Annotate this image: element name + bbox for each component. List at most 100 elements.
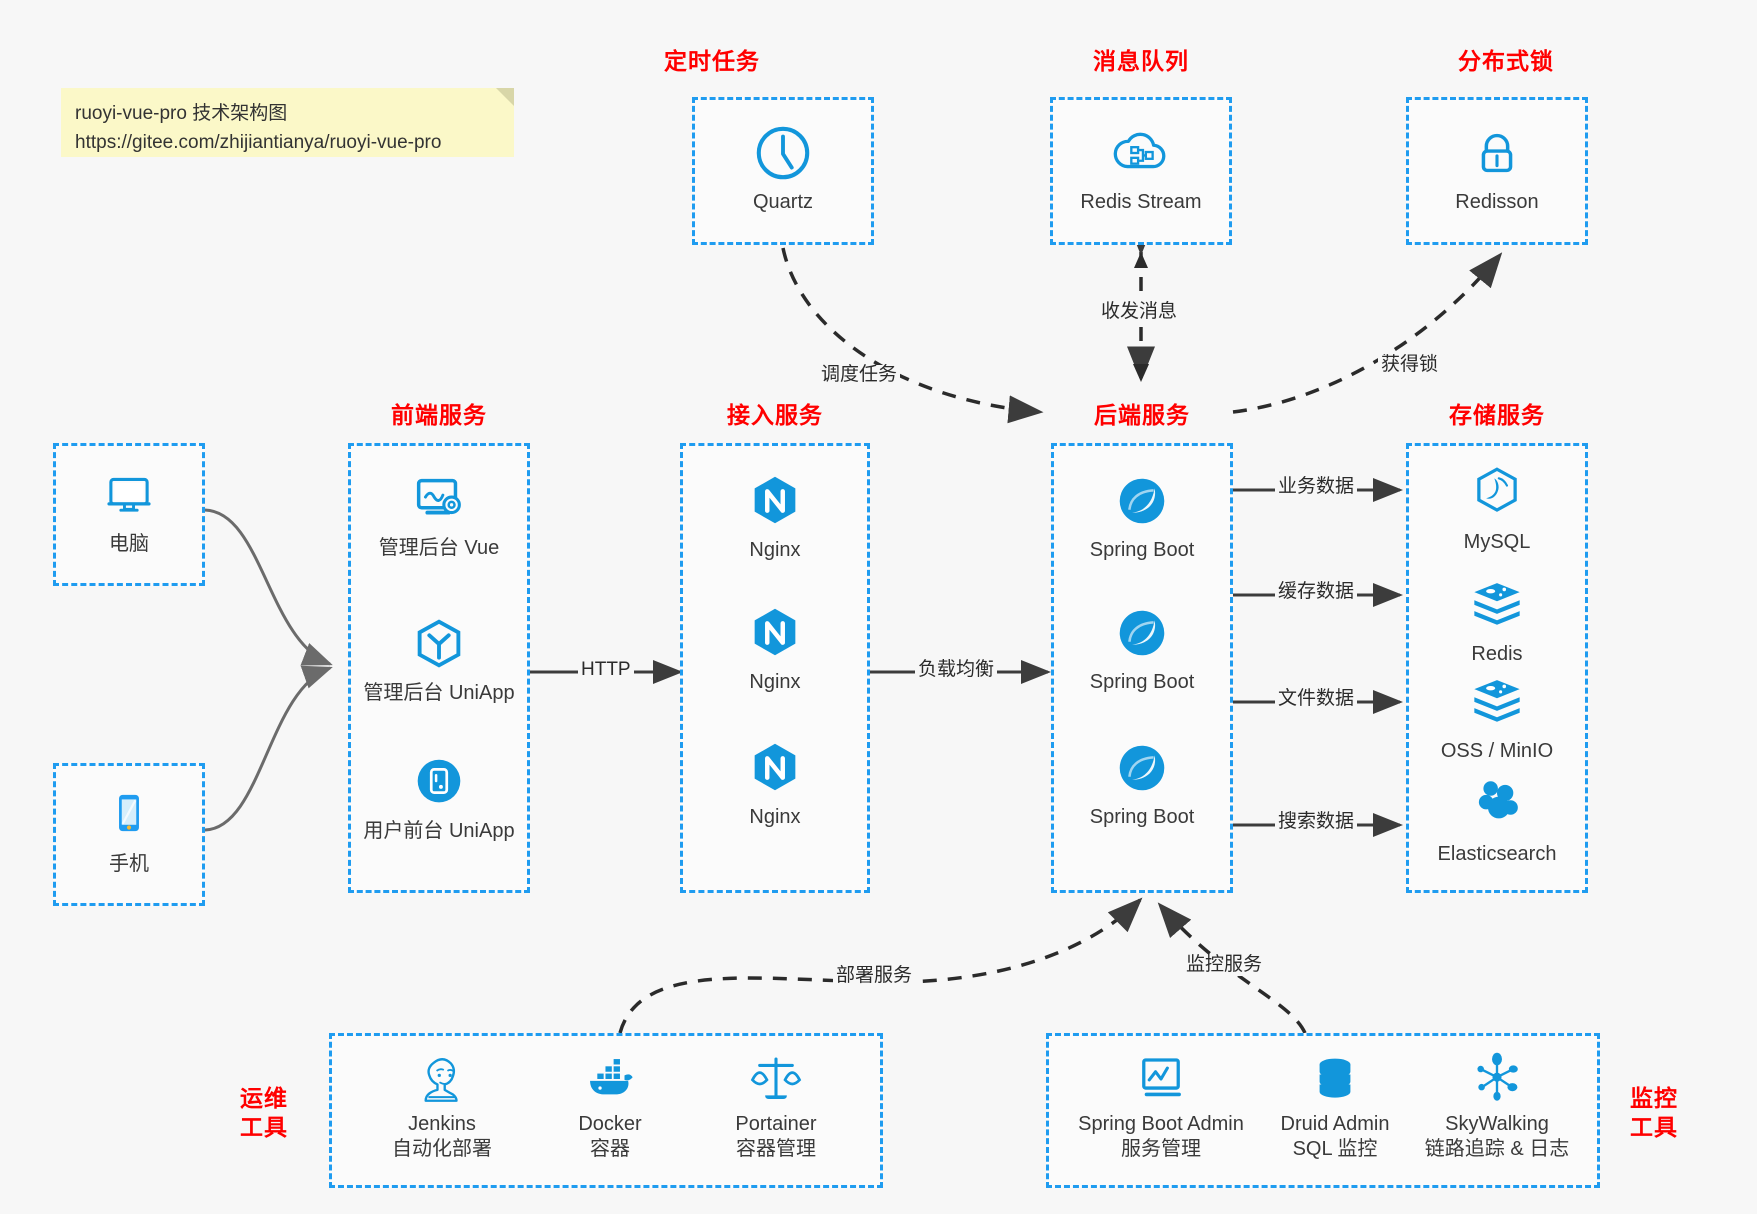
node-label: Quartz [752,191,814,213]
node-sublabel: 自动化部署 [392,1138,492,1160]
node-admin-uniapp[interactable]: 管理后台 UniApp [351,613,527,705]
node-label: 管理后台 UniApp [363,682,515,704]
edge-label-monitor-service: 监控服务 [1183,954,1266,976]
nginx-icon [683,470,867,532]
edge-label-schedule-task: 调度任务 [818,364,901,386]
node-label: Spring Boot [1089,806,1195,828]
node-label: Spring Boot [1089,539,1195,561]
node-redis-stream[interactable]: Redis Stream [1053,122,1229,214]
node-label: Nginx [749,806,801,828]
group-title-scheduler: 定时任务 [664,48,760,74]
node-spring-boot-admin[interactable]: Spring Boot Admin 服务管理 [1061,1050,1261,1162]
node-label: Nginx [749,539,801,561]
node-user-uniapp[interactable]: 用户前台 UniApp [351,751,527,843]
node-elasticsearch[interactable]: Elasticsearch [1409,774,1585,866]
monitor-chart-icon [1061,1050,1261,1108]
group-title-devops: 运维 工具 [232,1084,296,1142]
group-box-lock: Redisson [1406,97,1588,245]
spring-boot-icon [1054,737,1230,799]
group-title-monitor-line1: 监控 [1630,1085,1678,1111]
edge-label-load-balance: 负载均衡 [915,659,998,681]
nginx-icon [683,602,867,664]
edge-label-business-data: 业务数据 [1275,476,1358,498]
node-admin-vue[interactable]: 管理后台 Vue [351,468,527,560]
group-title-gateway: 接入服务 [727,402,823,428]
node-label: Spring Boot Admin [1078,1113,1244,1135]
note-url: https://gitee.com/zhijiantianya/ruoyi-vu… [75,131,442,153]
app-circle-icon [351,751,527,813]
node-quartz[interactable]: Quartz [695,122,871,214]
node-label: Portainer [735,1113,817,1135]
group-box-client-mobile: 手机 [53,763,205,906]
jenkins-icon [342,1050,542,1108]
group-title-monitor: 监控 工具 [1622,1084,1686,1142]
node-label: Jenkins [408,1113,476,1135]
node-spring-boot-2[interactable]: Spring Boot [1054,602,1230,694]
node-label: Druid Admin [1280,1113,1390,1135]
node-label: Docker [578,1113,642,1135]
edge-label-file-data: 文件数据 [1275,688,1358,710]
edge-label-http: HTTP [578,659,634,681]
node-label: 电脑 [109,533,149,555]
group-box-storage: MySQL Redis [1406,443,1588,893]
group-title-storage: 存储服务 [1449,402,1545,428]
diagram-note: ruoyi-vue-pro 技术架构图 https://gitee.com/zh… [61,88,514,157]
node-label: MySQL [1463,531,1531,553]
node-label: Spring Boot [1089,671,1195,693]
node-spring-boot-3[interactable]: Spring Boot [1054,737,1230,829]
node-label: SkyWalking [1445,1113,1549,1135]
node-mysql[interactable]: MySQL [1409,462,1585,554]
node-jenkins[interactable]: Jenkins 自动化部署 [342,1050,542,1162]
group-box-devops: Jenkins 自动化部署 Docker 容器 [329,1033,883,1188]
edge-label-acquire-lock: 获得锁 [1378,354,1442,376]
node-label: OSS / MinIO [1440,740,1554,762]
mysql-icon [1409,462,1585,524]
edge-label-deploy-service: 部署服务 [833,965,916,987]
node-oss-minio[interactable]: OSS / MinIO [1409,671,1585,763]
nginx-icon [683,737,867,799]
portainer-icon [676,1050,876,1108]
node-druid-admin[interactable]: Druid Admin SQL 监控 [1235,1050,1435,1162]
group-title-devops-line2: 工具 [240,1113,288,1140]
cloud-stream-icon [1053,122,1229,184]
node-label: 管理后台 Vue [378,537,500,559]
spring-boot-icon [1054,470,1230,532]
node-sublabel: SQL 监控 [1292,1138,1378,1160]
node-label: Elasticsearch [1437,843,1557,865]
node-skywalking[interactable]: SkyWalking 链路追踪 & 日志 [1397,1050,1597,1162]
edge-label-cache-data: 缓存数据 [1275,581,1358,603]
skywalking-icon [1397,1050,1597,1108]
clock-icon [695,122,871,184]
edge-label-send-receive-msg: 收发消息 [1098,301,1181,323]
node-label: Redis Stream [1080,191,1202,213]
node-portainer[interactable]: Portainer 容器管理 [676,1050,876,1162]
node-redis[interactable]: Redis [1409,574,1585,666]
node-mobile[interactable]: 手机 [56,784,202,876]
node-nginx-2[interactable]: Nginx [683,602,867,694]
database-icon [1235,1050,1435,1108]
node-sublabel: 服务管理 [1121,1138,1201,1160]
node-desktop[interactable]: 电脑 [56,464,202,556]
mobile-icon [56,784,202,846]
group-title-backend: 后端服务 [1094,402,1190,428]
node-label: Redis [1471,643,1523,665]
node-label: 手机 [109,853,149,875]
node-docker[interactable]: Docker 容器 [510,1050,710,1162]
group-box-backend: Spring Boot Spring Boot Spring Boot [1051,443,1233,893]
group-title-frontend: 前端服务 [391,402,487,428]
group-title-lock: 分布式锁 [1458,48,1554,74]
node-redisson[interactable]: Redisson [1409,122,1585,214]
group-box-monitor: Spring Boot Admin 服务管理 Druid Admin SQL 监… [1046,1033,1600,1188]
elasticsearch-icon [1409,774,1585,836]
node-sublabel: 容器 [590,1138,630,1160]
node-nginx-3[interactable]: Nginx [683,737,867,829]
group-box-gateway: Nginx Nginx Nginx [680,443,870,893]
node-nginx-1[interactable]: Nginx [683,470,867,562]
node-sublabel: 链路追踪 & 日志 [1424,1138,1570,1160]
docker-icon [510,1050,710,1108]
node-label: Nginx [749,671,801,693]
node-spring-boot-1[interactable]: Spring Boot [1054,470,1230,562]
cube-icon [351,613,527,675]
spring-boot-icon [1054,602,1230,664]
